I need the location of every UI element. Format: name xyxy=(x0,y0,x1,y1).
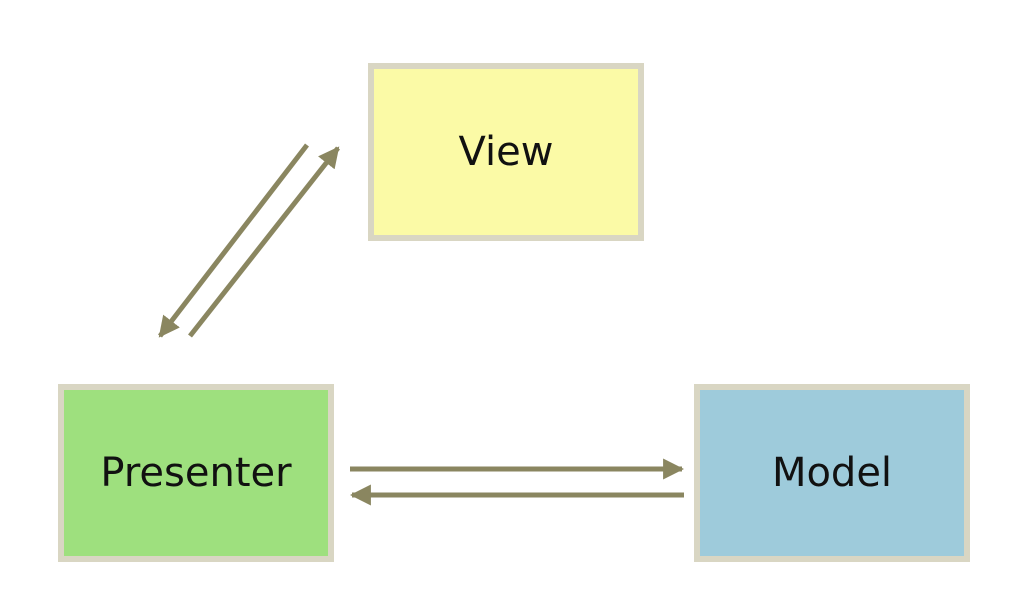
arrow-view-to-presenter xyxy=(158,143,309,338)
presenter-node: Presenter xyxy=(58,384,334,562)
presenter-label: Presenter xyxy=(100,450,292,496)
model-label: Model xyxy=(771,450,893,496)
view-node: View xyxy=(368,63,644,241)
view-label: View xyxy=(458,129,554,175)
arrow-presenter-to-view xyxy=(188,146,340,338)
model-node: Model xyxy=(694,384,970,562)
